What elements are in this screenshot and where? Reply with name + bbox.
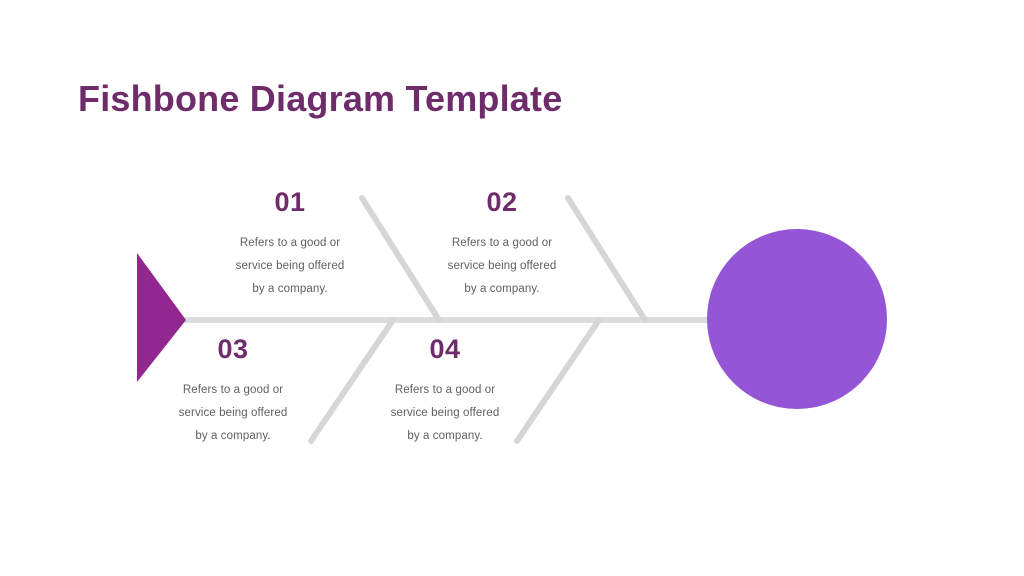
cause-block-02[interactable]: 02 Refers to a good or service being off…: [407, 189, 597, 301]
cause-text-line: by a company.: [195, 430, 271, 442]
effect-circle: [707, 229, 887, 409]
cause-text-02: Refers to a good or service being offere…: [407, 232, 597, 301]
cause-block-04[interactable]: 04 Refers to a good or service being off…: [350, 336, 540, 448]
cause-text-01: Refers to a good or service being offere…: [195, 232, 385, 301]
cause-number-03: 03: [217, 334, 249, 364]
cause-text-line: by a company.: [252, 283, 328, 295]
cause-text-line: by a company.: [407, 430, 483, 442]
page-title: Fishbone Diagram Template: [78, 78, 563, 119]
cause-number-01: 01: [274, 187, 306, 217]
cause-text-line: service being offered: [390, 407, 500, 419]
fishbone-head-triangle: [137, 253, 186, 382]
cause-text-line: service being offered: [235, 260, 345, 272]
cause-block-03[interactable]: 03 Refers to a good or service being off…: [138, 336, 328, 448]
bone-line-03: [308, 317, 396, 444]
cause-text-line: by a company.: [464, 283, 540, 295]
cause-number-02: 02: [486, 187, 518, 217]
cause-text-line: Refers to a good or: [394, 384, 496, 396]
cause-text-line: service being offered: [447, 260, 557, 272]
bone-line-02: [565, 195, 648, 323]
cause-text-04: Refers to a good or service being offere…: [350, 379, 540, 448]
cause-number-04: 04: [429, 334, 461, 364]
cause-text-line: Refers to a good or: [182, 384, 284, 396]
cause-text-line: Refers to a good or: [451, 237, 553, 249]
cause-text-line: service being offered: [178, 407, 288, 419]
cause-block-01[interactable]: 01 Refers to a good or service being off…: [195, 189, 385, 301]
bone-line-04: [514, 317, 602, 444]
cause-text-line: Refers to a good or: [239, 237, 341, 249]
cause-text-03: Refers to a good or service being offere…: [138, 379, 328, 448]
bone-line-01: [359, 195, 442, 323]
